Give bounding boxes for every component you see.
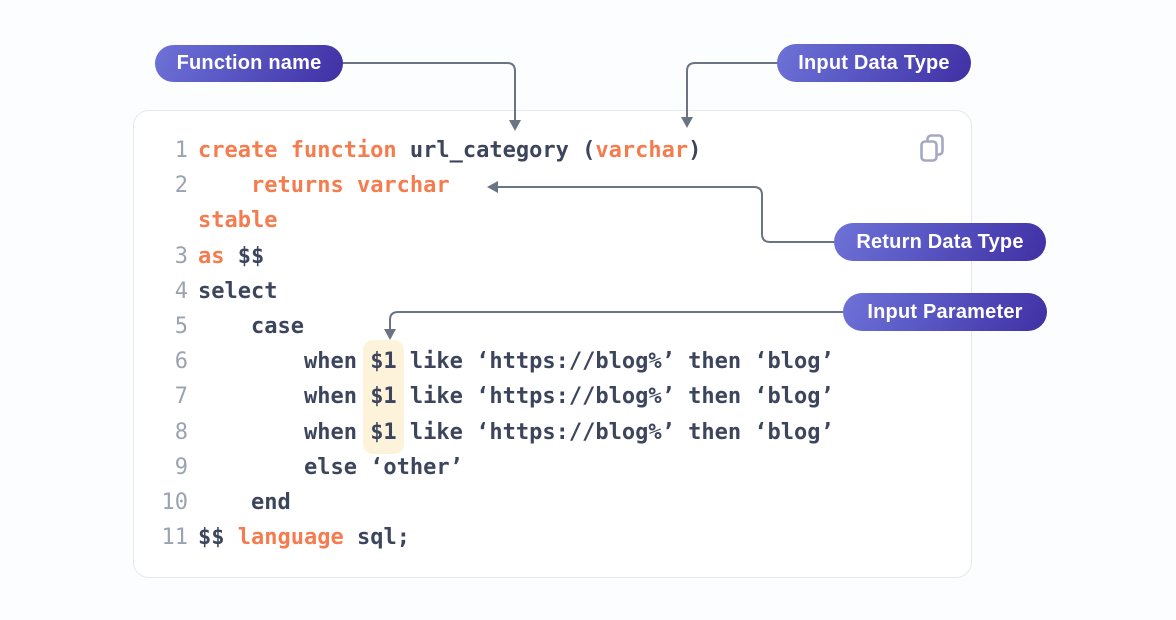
code-line: 4 select (158, 274, 961, 309)
label-input-data-type-text: Input Data Type (798, 51, 950, 74)
code-text: as $$ (198, 243, 265, 269)
code-line: 5 case (158, 309, 961, 344)
code-text: create function url_category (varchar) (198, 138, 702, 163)
line-number: 9 (174, 454, 188, 480)
line-number: 1 (174, 138, 188, 163)
line-number: 3 (174, 243, 188, 269)
line-number: 8 (174, 419, 188, 445)
code-line: 1 create function url_category (varchar) (158, 133, 961, 168)
code-line: 8 when $1 like ‘https://blog%’ then ‘blo… (158, 410, 961, 454)
code-line: 3 as $$ (158, 239, 961, 274)
code-line: 2 returns varchar (158, 168, 961, 203)
label-input-parameter-text: Input Parameter (867, 300, 1023, 323)
code-text: stable (198, 208, 278, 234)
code-text: when $1 like ‘https://blog%’ then ‘blog’ (198, 410, 834, 454)
line-number: 10 (161, 489, 189, 515)
code-line: 10 end (158, 485, 961, 520)
code-text: returns varchar (250, 173, 450, 199)
code-line: 9 else ‘other’ (158, 450, 961, 485)
code-lines: 1 create function url_category (varchar) 2… (158, 133, 961, 555)
code-card: 1 create function url_category (varchar) 2… (133, 110, 972, 578)
label-input-parameter: Input Parameter (843, 293, 1047, 331)
code-text: when $1 like ‘https://blog%’ then ‘blog’ (198, 340, 834, 384)
code-line: stable (158, 203, 961, 238)
label-function-name-text: Function name (176, 52, 322, 74)
copy-code-button[interactable] (915, 131, 949, 165)
code-text: $$ language sql; (198, 525, 410, 551)
label-function-name: Function name (155, 45, 343, 82)
line-number: 11 (161, 525, 189, 551)
code-line: 7 when $1 like ‘https://blog%’ then ‘blo… (158, 375, 961, 419)
line-number: 5 (174, 313, 188, 339)
code-line: 11 $$ language sql; (158, 520, 961, 555)
code-text: when $1 like ‘https://blog%’ then ‘blog’ (198, 375, 834, 419)
line-number: 2 (174, 173, 188, 199)
label-input-data-type: Input Data Type (777, 44, 971, 82)
code-text: end (198, 489, 291, 515)
label-return-data-type-text: Return Data Type (856, 230, 1024, 253)
code-text: else ‘other’ (198, 454, 463, 480)
code-line: 6 when $1 like ‘https://blog%’ then ‘blo… (158, 340, 961, 384)
code-text: select (198, 278, 278, 304)
copy-icon (915, 134, 949, 168)
label-return-data-type: Return Data Type (834, 223, 1046, 261)
line-number: 4 (174, 278, 188, 304)
line-number: 7 (174, 384, 188, 410)
input-parameter-token: $1 (363, 410, 404, 454)
line-number: 6 (174, 349, 188, 375)
code-text: case (198, 313, 304, 339)
